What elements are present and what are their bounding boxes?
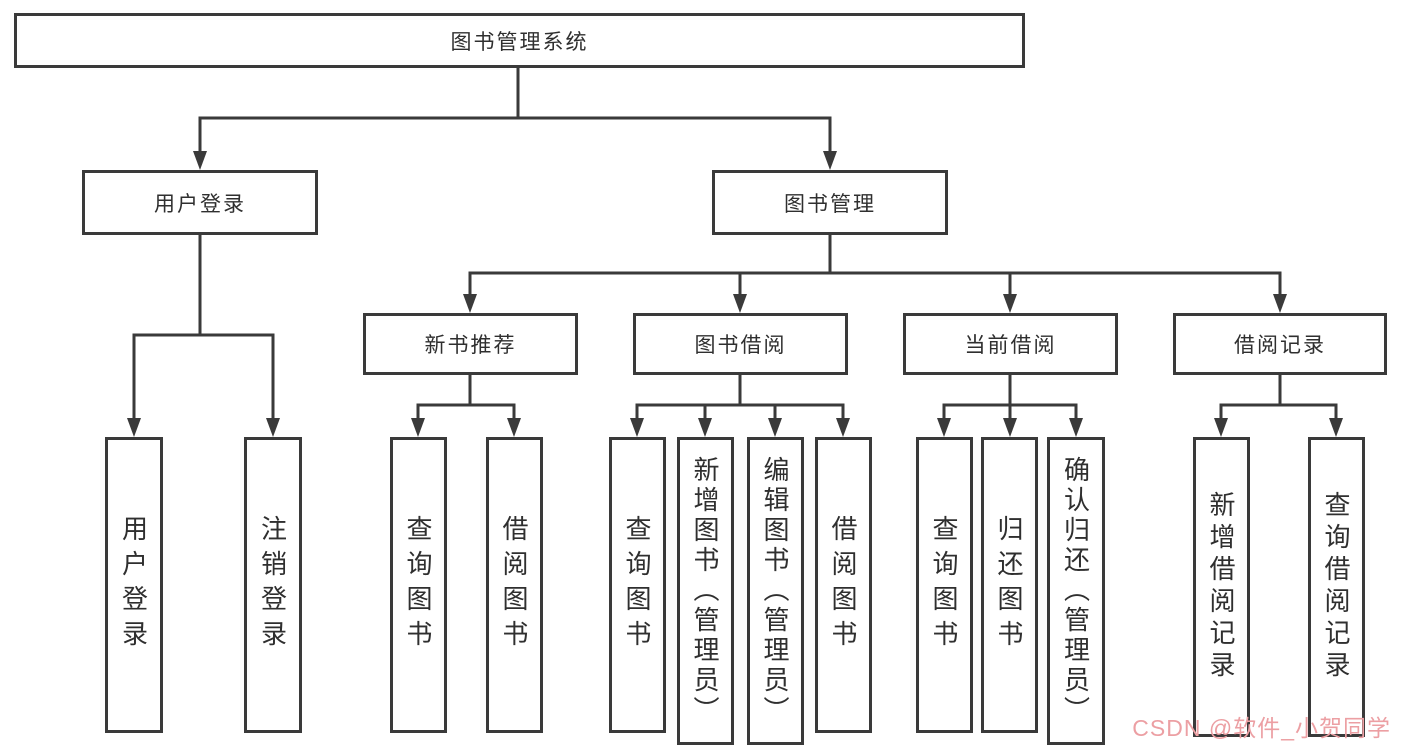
- node-book-borrow: 图书借阅: [633, 313, 848, 375]
- node-user-login: 用户登录: [82, 170, 318, 235]
- leaf-query-books-borrow: 查询图书: [609, 437, 666, 733]
- node-new-book-recommend: 新书推荐: [363, 313, 578, 375]
- leaf-logout: 注销登录: [244, 437, 302, 733]
- csdn-watermark: CSDN @软件_小贺同学: [1132, 715, 1391, 741]
- leaf-add-borrow-record: 新增借阅记录: [1193, 437, 1250, 737]
- leaf-query-borrow-record: 查询借阅记录: [1308, 437, 1365, 737]
- node-current-borrow: 当前借阅: [903, 313, 1118, 375]
- node-root-system: 图书管理系统: [14, 13, 1025, 68]
- node-book-management: 图书管理: [712, 170, 948, 235]
- leaf-add-books-admin: 新增图书（管理员）: [677, 437, 734, 745]
- leaf-return-books: 归还图书: [981, 437, 1038, 733]
- leaf-borrow-books: 借阅图书: [815, 437, 872, 733]
- node-borrow-records: 借阅记录: [1173, 313, 1387, 375]
- leaf-user-login: 用户登录: [105, 437, 163, 733]
- leaf-query-books-recommend: 查询图书: [390, 437, 447, 733]
- leaf-query-books-current: 查询图书: [916, 437, 973, 733]
- leaf-borrow-books-recommend: 借阅图书: [486, 437, 543, 733]
- leaf-edit-books-admin: 编辑图书（管理员）: [747, 437, 804, 745]
- leaf-confirm-return-admin: 确认归还（管理员）: [1047, 437, 1105, 745]
